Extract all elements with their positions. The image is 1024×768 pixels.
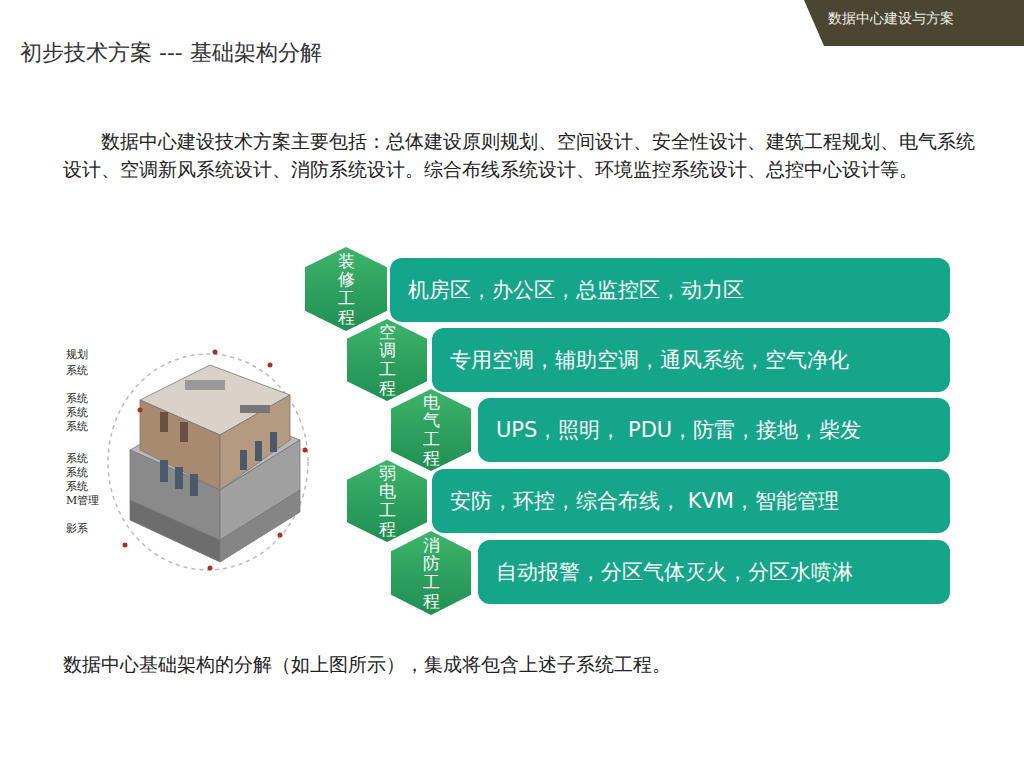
bar-text: 机房区，办公区，总监控区，动力区: [408, 276, 744, 304]
hexagon-text: 消防工程: [423, 536, 440, 611]
hexagon-text: 弱电工程: [379, 464, 396, 539]
slide-title: 初步技术方案 --- 基础架构分解: [20, 38, 322, 68]
hexagon-text: 装修工程: [338, 252, 355, 327]
illustration-label: 系统: [66, 479, 88, 494]
content-bar: 专用空调，辅助空调，通风系统，空气净化: [432, 328, 950, 392]
illustration-label: 系统: [66, 465, 88, 480]
bar-text: 专用空调，辅助空调，通风系统，空气净化: [450, 346, 849, 374]
hexagon-label: 电气工程: [391, 389, 471, 471]
caption: 数据中心基础架构的分解（如上图所示），集成将包含上述子系统工程。: [63, 652, 671, 678]
illustration-label: M管理: [66, 493, 99, 508]
hexagon-label: 弱电工程: [347, 460, 427, 542]
illustration-label: 影系: [66, 521, 88, 536]
content-bar: 自动报警，分区气体灭火，分区水喷淋: [478, 540, 950, 604]
bar-text: UPS，照明， PDU，防雷，接地，柴发: [496, 416, 861, 444]
bar-text: 安防，环控，综合布线， KVM，智能管理: [450, 487, 839, 515]
content-bar: 安防，环控，综合布线， KVM，智能管理: [432, 469, 950, 533]
bar-text: 自动报警，分区气体灭火，分区水喷淋: [496, 558, 853, 586]
illustration-label: 规划: [66, 347, 88, 362]
hexagon-label: 空调工程: [347, 319, 427, 401]
illustration-label: 系统: [66, 419, 88, 434]
illustration-label: 系统: [66, 363, 88, 378]
hexagon-text: 空调工程: [379, 323, 396, 398]
content-bar: UPS，照明， PDU，防雷，接地，柴发: [478, 398, 950, 462]
hexagon-text: 电气工程: [423, 393, 440, 468]
illustration-label: 系统: [66, 391, 88, 406]
hexagon-label: 装修工程: [305, 247, 387, 331]
datacenter-illustration: [100, 340, 315, 580]
illustration-label: 系统: [66, 451, 88, 466]
intro-paragraph: 数据中心建设技术方案主要包括：总体建设原则规划、空间设计、安全性设计、建筑工程规…: [63, 127, 983, 183]
hexagon-label: 消防工程: [391, 531, 471, 615]
content-bar: 机房区，办公区，总监控区，动力区: [390, 258, 950, 322]
illustration-label: 系统: [66, 405, 88, 420]
header-tab-text: 数据中心建设与方案: [828, 10, 954, 28]
